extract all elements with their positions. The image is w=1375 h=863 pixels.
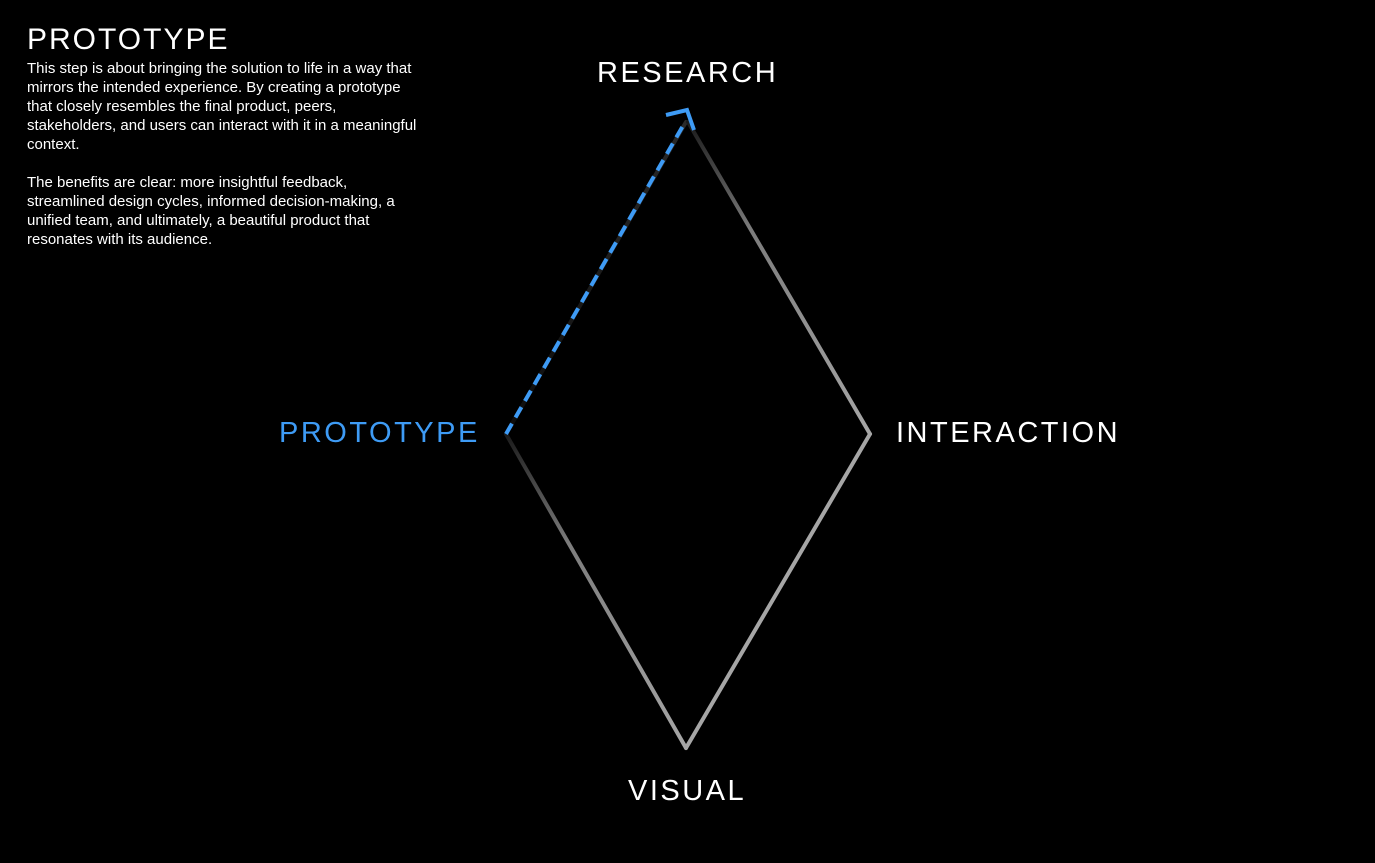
edge-visual-prototype [504,432,688,750]
edge-interaction-visual [684,432,872,750]
node-label-interaction: INTERACTION [896,417,1121,449]
node-label-prototype: PROTOTYPE [279,417,480,449]
info-panel: PROTOTYPE This step is about bringing th… [27,22,427,268]
info-paragraph-1: This step is about bringing the solution… [27,60,417,153]
arrowhead-icon [665,107,696,131]
info-title: PROTOTYPE [27,23,230,56]
edge-research-interaction [686,120,872,436]
info-paragraph-2: The benefits are clear: more insightful … [27,174,395,248]
active-path-arrow [504,123,686,435]
node-label-visual: VISUAL [628,775,747,807]
node-label-research: RESEARCH [597,57,779,89]
